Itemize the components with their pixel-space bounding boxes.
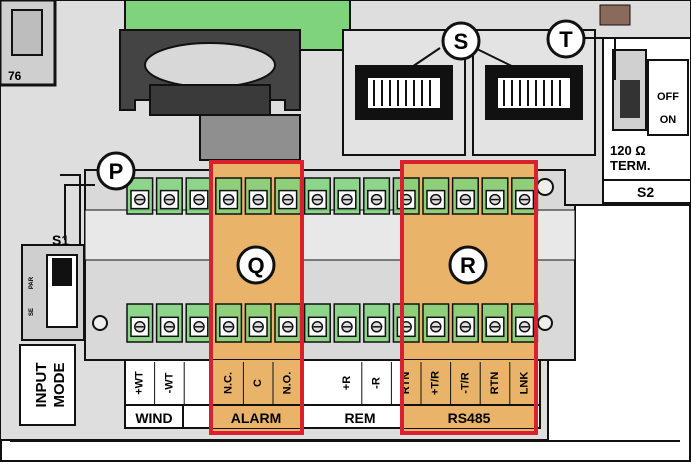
terminal-label: N.C. — [223, 372, 235, 394]
group-label-wind: WIND — [135, 410, 172, 426]
battery-holder — [119, 29, 301, 161]
terminal-label: LNK — [519, 372, 531, 395]
terminal-label: -R — [371, 377, 383, 389]
terminal-label: C — [252, 379, 264, 387]
switch-s1: S1 PAR SE — [21, 174, 85, 341]
group-label-rs485: RS485 — [448, 410, 491, 426]
callout-t-letter: T — [559, 27, 573, 52]
terminal-screw-clamp — [481, 177, 509, 215]
s1-name-label: S1 — [52, 232, 69, 248]
terminal-label: +T/R — [430, 371, 442, 395]
alarm-highlight-border — [209, 160, 304, 435]
terminal-screw-clamp — [274, 177, 302, 215]
terminal-screw-clamp — [451, 303, 479, 343]
top-left-label: 76 — [8, 69, 22, 83]
terminal-screw-clamp — [363, 303, 391, 343]
terminal-label: N.O. — [282, 372, 294, 395]
terminal-label: RTN — [489, 372, 501, 395]
terminal-screw-clamp — [185, 177, 213, 215]
mount-screw — [92, 315, 108, 331]
top-left-clip — [11, 9, 43, 56]
terminal-screw-clamp — [155, 177, 183, 215]
switch-s2: OFF ON 120 Ω TERM. S2 — [599, 4, 691, 204]
terminal-screw-clamp — [451, 177, 479, 215]
board-edge-line — [10, 440, 680, 442]
terminal-screw-clamp — [333, 177, 361, 215]
bottom-connector-row — [126, 303, 539, 343]
callout-t: T — [546, 19, 586, 59]
terminal-screw-clamp — [126, 303, 154, 343]
terminal-screw-clamp — [422, 303, 450, 343]
alarm-label-fill — [211, 360, 302, 428]
terminal-screw-clamp — [392, 303, 420, 343]
callout-s-letter: S — [454, 29, 469, 54]
s1-pos-bottom: SE — [29, 308, 35, 316]
terminal-screw-clamp — [244, 177, 272, 215]
callout-p-letter: P — [109, 159, 124, 184]
terminal-screw-clamp — [333, 303, 361, 343]
terminal-screw-clamp — [126, 177, 154, 215]
terminal-screw-clamp — [392, 177, 420, 215]
terminal-screw-clamp — [215, 177, 243, 215]
group-label-rem: REM — [344, 410, 375, 426]
terminal-label: +WT — [134, 371, 146, 395]
terminal-label: +R — [341, 376, 353, 390]
callout-r: R — [448, 245, 488, 285]
terminal-screw-clamp — [155, 303, 183, 343]
terminal-screw-clamp — [185, 303, 213, 343]
callout-q-letter: Q — [247, 253, 264, 278]
terminal-screw-clamp — [244, 303, 272, 343]
terminal-screw-clamp — [274, 303, 302, 343]
terminal-screw-clamp — [481, 303, 509, 343]
terminal-label: -T/R — [459, 372, 471, 393]
group-label-alarm: ALARM — [231, 410, 282, 426]
input-mode-line2: MODE — [51, 363, 68, 408]
callout-pointers — [64, 37, 616, 240]
s2-on-label: ON — [660, 114, 677, 126]
s2-name-label: S2 — [637, 184, 654, 200]
input-mode-line1: INPUT — [33, 363, 50, 408]
terminal-screw-clamp — [363, 177, 391, 215]
terminal-label: -WT — [163, 372, 175, 393]
terminal-screw-clamp — [511, 177, 539, 215]
terminal-screw-clamp — [511, 303, 539, 343]
rs485-label-fill — [402, 360, 536, 428]
s2-term-line2: TERM. — [610, 158, 650, 173]
s2-off-label: OFF — [657, 91, 679, 103]
callout-r-letter: R — [460, 253, 476, 278]
terminal-screw-clamp — [303, 177, 331, 215]
terminal-screw-clamp — [303, 303, 331, 343]
callout-p: P — [96, 151, 136, 191]
terminal-screw-clamp — [422, 177, 450, 215]
rj45-jack-left — [342, 29, 466, 156]
callout-q: Q — [236, 245, 276, 285]
top-connector-row — [126, 177, 539, 215]
s1-pos-top: PAR — [29, 276, 35, 289]
terminal-screw-clamp — [215, 303, 243, 343]
input-mode-label-box: INPUT MODE — [19, 344, 76, 426]
callout-s: S — [441, 21, 481, 61]
s2-term-line1: 120 Ω — [610, 143, 646, 158]
mount-screw — [536, 178, 554, 196]
mount-screw — [537, 315, 553, 331]
rs485-highlight-border — [400, 160, 538, 435]
